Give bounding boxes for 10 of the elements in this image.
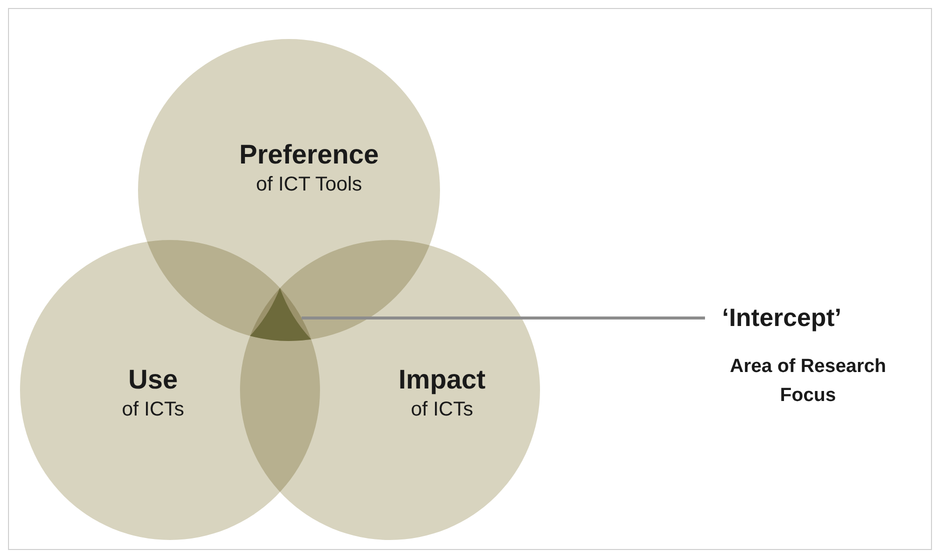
leader-line (302, 316, 705, 320)
intersection-region (250, 288, 312, 341)
circle-title: Preference (239, 140, 379, 170)
circle-title: Impact (398, 364, 486, 396)
circle-title: Use (128, 364, 178, 396)
circle-subtitle: of ICTs (122, 398, 184, 422)
callout-title: ‘Intercept’ (722, 304, 842, 333)
callout-description: Area of Research Focus (728, 355, 888, 408)
circle-subtitle: of ICTs (410, 398, 474, 422)
circle-subtitle: of ICT Tools (256, 174, 362, 196)
